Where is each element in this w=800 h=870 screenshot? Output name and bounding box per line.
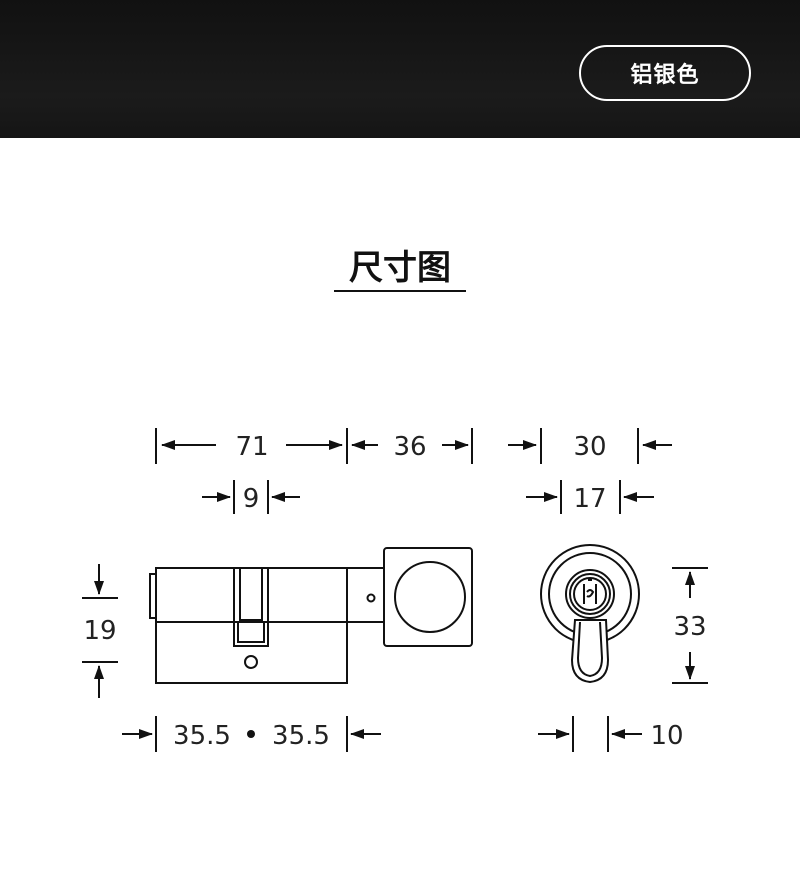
- dim-35-5-right: 35.5: [272, 721, 330, 751]
- dim-10: 10: [650, 721, 683, 751]
- cylinder-end-view: [540, 544, 640, 684]
- dim-30: 30: [573, 432, 606, 462]
- dim-35-5-left: 35.5: [173, 721, 231, 751]
- section-title: 尺寸图: [349, 248, 451, 288]
- color-badge[interactable]: 铝银色: [579, 45, 751, 101]
- dim-71: 71: [235, 432, 268, 462]
- top-banner: 铝银色: [0, 0, 800, 138]
- dim-19: 19: [83, 616, 116, 646]
- dim-36: 36: [393, 432, 426, 462]
- dim-33: 33: [673, 612, 706, 642]
- dim-17: 17: [573, 484, 606, 514]
- dim-9: 9: [243, 484, 260, 514]
- cylinder-side-view: [149, 547, 473, 684]
- title-underline: [334, 290, 466, 292]
